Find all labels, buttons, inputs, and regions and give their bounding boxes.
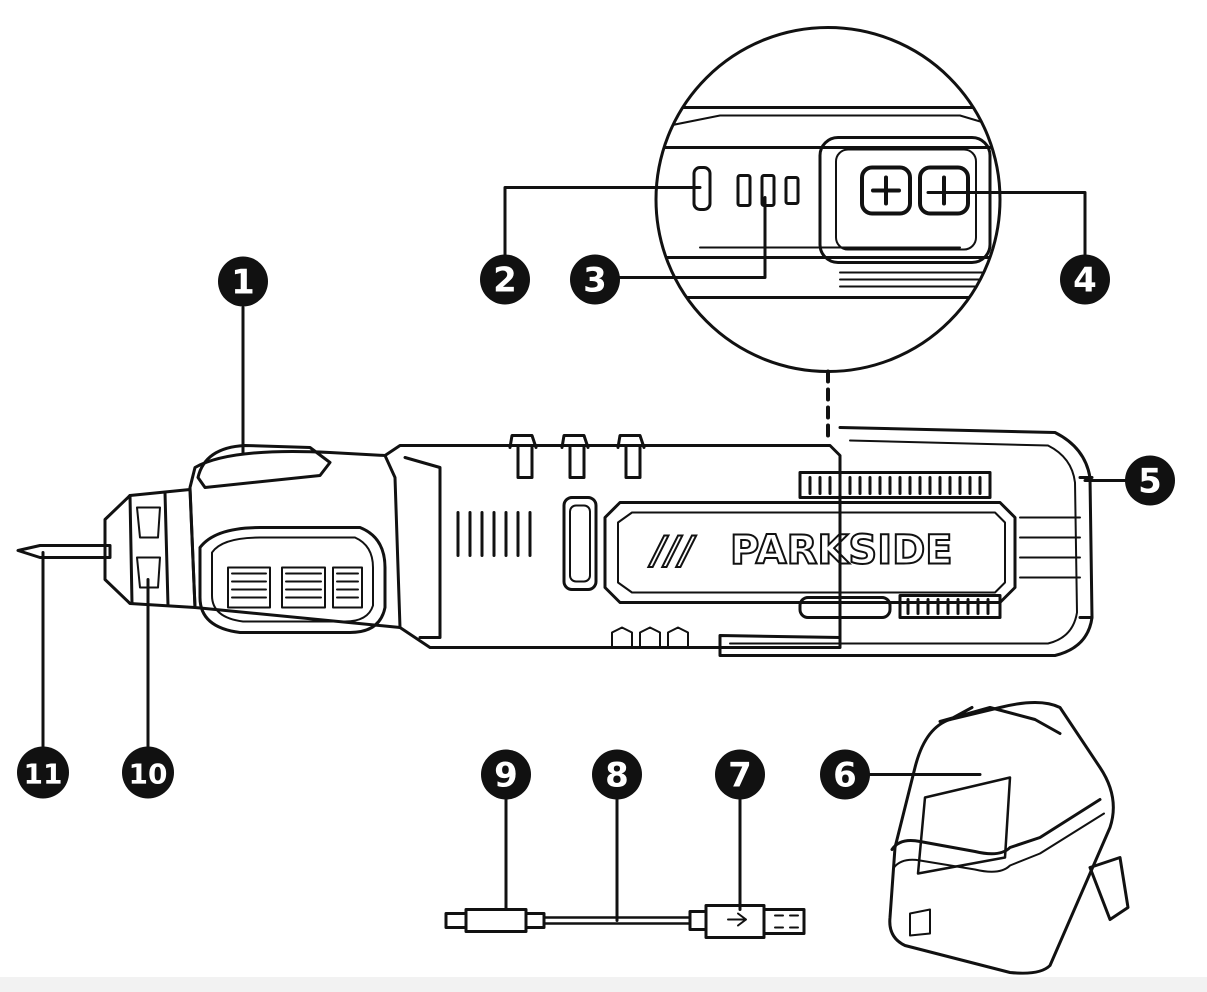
- callout-6: 6: [820, 749, 870, 800]
- callout-11: 11: [17, 746, 69, 799]
- engraving-bit: [16, 544, 112, 559]
- bottom-strip: [0, 977, 1207, 992]
- power-adapter: [888, 701, 1130, 975]
- svg-text:5: 5: [1138, 462, 1162, 502]
- usb-c-plug: [444, 912, 468, 929]
- callout-1: 1: [218, 256, 268, 307]
- speed-minus-button: [918, 165, 970, 216]
- callout-2: 2: [480, 254, 530, 305]
- callouts: 1 2 3 4 5 6 7 8 9 10 11: [17, 254, 1175, 800]
- on-off-switch: [196, 444, 332, 489]
- usb-cable: [444, 904, 806, 939]
- zoom-detail: [654, 26, 1002, 440]
- callout-8: 8: [592, 749, 642, 800]
- svg-text:10: 10: [129, 758, 168, 791]
- svg-text:9: 9: [494, 756, 518, 796]
- battery-indicator-led-3: [760, 174, 776, 207]
- brand-logo: /// PARKSIDE: [647, 527, 954, 575]
- speed-plus-button: [860, 165, 912, 216]
- svg-text:1: 1: [231, 263, 255, 303]
- svg-text:7: 7: [728, 756, 752, 796]
- callout-5: 5: [1125, 455, 1175, 506]
- logo-text: PARKSIDE: [730, 528, 953, 574]
- callout-7: 7: [715, 749, 765, 800]
- svg-text:6: 6: [833, 756, 857, 796]
- logo-slashes: ///: [648, 529, 697, 573]
- svg-text:2: 2: [493, 261, 517, 301]
- callout-4: 4: [1060, 254, 1110, 305]
- svg-text:8: 8: [605, 756, 629, 796]
- svg-text:3: 3: [583, 261, 607, 301]
- battery-indicator-led-2: [736, 174, 752, 207]
- callout-10: 10: [122, 746, 174, 799]
- svg-text:11: 11: [24, 758, 63, 791]
- svg-text:4: 4: [1073, 261, 1097, 301]
- engraver-tool: [16, 426, 1094, 657]
- leader-lines: [41, 186, 1127, 922]
- callout-9: 9: [481, 749, 531, 800]
- usb-a-plug: [762, 908, 806, 935]
- battery-indicator-led-4: [784, 176, 800, 205]
- callout-3: 3: [570, 254, 620, 305]
- ventilation-slots: [456, 511, 532, 557]
